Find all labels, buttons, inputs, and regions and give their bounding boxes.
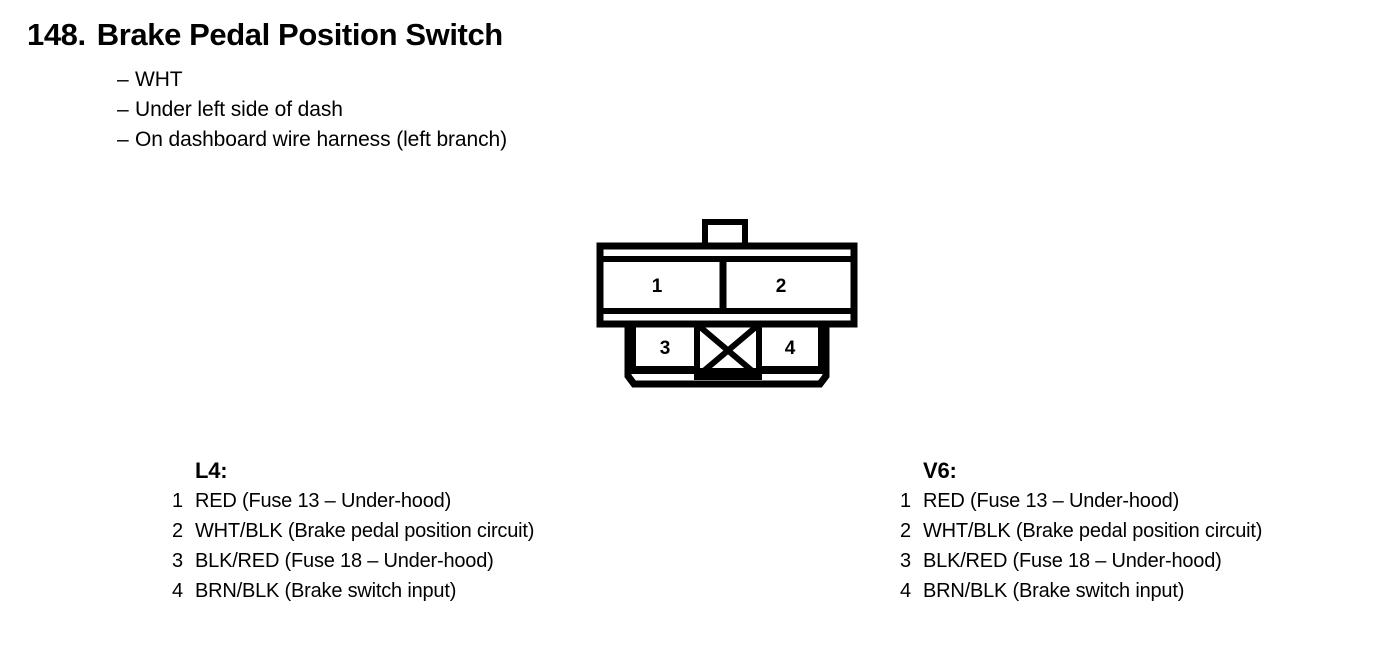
spec-item: – On dashboard wire harness (left branch…: [117, 128, 507, 158]
connector-locking-tab: [702, 219, 748, 247]
pin-number: 4: [172, 580, 184, 602]
dash-bullet-icon: –: [117, 68, 129, 91]
pin-description: WHT/BLK (Brake pedal position circuit): [195, 520, 535, 542]
pin-row: 3 BLK/RED (Fuse 18 – Under-hood): [900, 550, 1262, 580]
pinout-heading-v6: V6:: [923, 458, 957, 483]
connector-upper-housing: [596, 242, 858, 328]
pin-description: RED (Fuse 13 – Under-hood): [923, 490, 1180, 512]
pin-description: BLK/RED (Fuse 18 – Under-hood): [195, 550, 494, 572]
spec-item: – WHT: [117, 68, 507, 98]
pin-number: 1: [172, 490, 184, 512]
cavity-number-3: 3: [660, 338, 671, 359]
pin-description: RED (Fuse 13 – Under-hood): [195, 490, 452, 512]
section-title-text: Brake Pedal Position Switch: [96, 17, 504, 52]
cavity-number-1: 1: [652, 276, 663, 297]
page-title: 148. Brake Pedal Position Switch: [27, 17, 503, 53]
cavity-number-2: 2: [776, 276, 787, 297]
section-number: 148.: [27, 17, 86, 52]
pin-row: 2 WHT/BLK (Brake pedal position circuit): [172, 520, 534, 550]
pin-row: 1 RED (Fuse 13 – Under-hood): [900, 490, 1262, 520]
cavity-box-4: [756, 321, 824, 372]
pin-row: 4 BRN/BLK (Brake switch input): [172, 580, 534, 610]
pinout-table-l4: L4: 1 RED (Fuse 13 – Under-hood) 2 WHT/B…: [172, 458, 534, 610]
pin-number: 2: [900, 520, 912, 542]
pin-row: 2 WHT/BLK (Brake pedal position circuit): [900, 520, 1262, 550]
spec-item-label: On dashboard wire harness (left branch): [135, 128, 507, 151]
pin-row: 3 BLK/RED (Fuse 18 – Under-hood): [172, 550, 534, 580]
pin-description: WHT/BLK (Brake pedal position circuit): [923, 520, 1263, 542]
pinout-heading-l4: L4:: [195, 458, 228, 483]
spec-item-label: Under left side of dash: [135, 98, 343, 121]
pin-number: 2: [172, 520, 184, 542]
spec-list: – WHT – Under left side of dash – On das…: [117, 68, 507, 158]
cavity-number-4: 4: [785, 338, 796, 359]
pin-row: 1 RED (Fuse 13 – Under-hood): [172, 490, 534, 520]
pinout-table-v6: V6: 1 RED (Fuse 13 – Under-hood) 2 WHT/B…: [900, 458, 1262, 610]
pin-number: 1: [900, 490, 912, 512]
pin-description: BLK/RED (Fuse 18 – Under-hood): [923, 550, 1222, 572]
dash-bullet-icon: –: [117, 128, 129, 151]
pin-number: 3: [172, 550, 184, 572]
pin-description: BRN/BLK (Brake switch input): [923, 580, 1185, 602]
pin-number: 3: [900, 550, 912, 572]
spec-item: – Under left side of dash: [117, 98, 507, 128]
pin-number: 4: [900, 580, 912, 602]
connector-diagram: 1 2 3 4: [596, 216, 858, 398]
pin-row: 4 BRN/BLK (Brake switch input): [900, 580, 1262, 610]
dash-bullet-icon: –: [117, 98, 129, 121]
pin-description: BRN/BLK (Brake switch input): [195, 580, 457, 602]
spec-item-label: WHT: [135, 68, 183, 91]
